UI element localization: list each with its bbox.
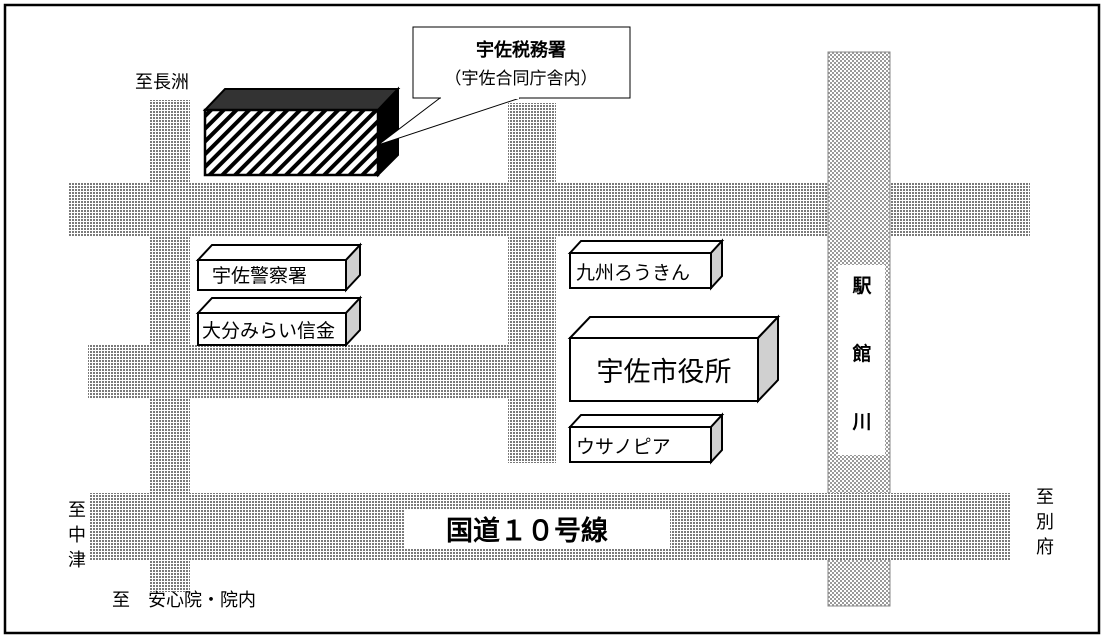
direction-nakatsu-1: 至	[68, 500, 86, 521]
direction-beppu-3: 府	[1036, 537, 1054, 558]
national-route-label: 国道１０号線	[446, 515, 608, 547]
direction-beppu-1: 至	[1036, 487, 1054, 508]
river-char-1: 駅	[851, 275, 872, 297]
building-usanopia[interactable]: ウサノピア	[567, 412, 725, 465]
road-horizontal-middle	[88, 345, 512, 398]
tax-office-building[interactable]	[202, 86, 401, 178]
road-vertical-center	[508, 103, 556, 463]
direction-ajimu-innai: 至 安心院・院内	[112, 590, 256, 611]
direction-nagasu: 至長洲	[135, 72, 189, 93]
city-hall-label: 宇佐市役所	[597, 357, 732, 388]
building-rokin[interactable]: 九州ろうきん	[567, 238, 725, 291]
callout-subtitle: （宇佐合同庁舎内）	[445, 69, 598, 89]
callout-title: 宇佐税務署	[476, 39, 566, 61]
building-bank[interactable]: 大分みらい信金	[195, 295, 363, 348]
building-city-hall[interactable]: 宇佐市役所	[567, 314, 781, 404]
usanopia-label: ウサノピア	[576, 436, 671, 458]
rokin-label: 九州ろうきん	[576, 262, 690, 284]
river-char-3: 川	[851, 411, 871, 433]
direction-nakatsu-2: 中	[68, 525, 86, 546]
police-label: 宇佐警察署	[212, 265, 307, 287]
river-label-bg	[838, 265, 885, 455]
direction-beppu-2: 別	[1036, 512, 1054, 533]
national-route-label-bg	[405, 510, 670, 548]
bank-label: 大分みらい信金	[202, 320, 335, 342]
river-char-2: 館	[852, 342, 871, 365]
building-police[interactable]: 宇佐警察署	[195, 242, 363, 293]
direction-nakatsu-3: 津	[68, 550, 86, 571]
tax-office-callout: 宇佐税務署 （宇佐合同庁舎内）	[377, 26, 631, 146]
